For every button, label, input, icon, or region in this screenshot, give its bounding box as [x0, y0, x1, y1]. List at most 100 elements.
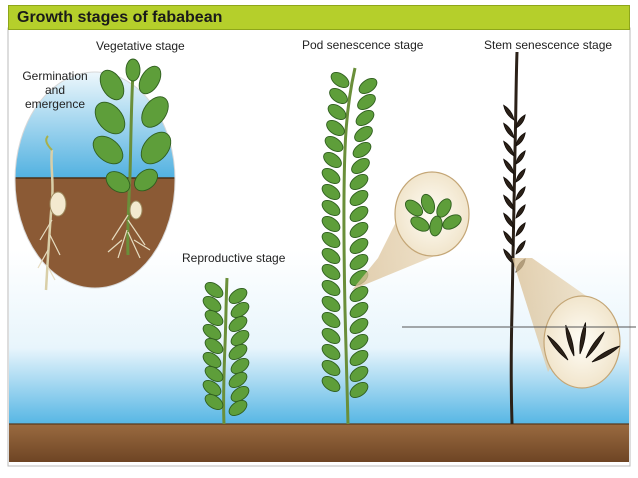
leaf [140, 131, 172, 165]
leaf [324, 135, 344, 153]
dry-pod [503, 230, 515, 247]
stem-zoom-pods [547, 322, 620, 363]
leaf [351, 157, 370, 175]
label-reproductive-stage: Reproductive stage [182, 251, 286, 265]
leaf [327, 103, 347, 121]
leaf [321, 359, 341, 377]
leaf [321, 263, 341, 281]
leaf [349, 221, 369, 239]
leaf [323, 151, 342, 169]
dry-pod [503, 158, 515, 175]
leaf [228, 399, 248, 417]
dry-pod [503, 140, 515, 157]
leaf [349, 173, 369, 191]
leaf [349, 381, 369, 399]
dry-pod [515, 204, 526, 219]
leaf [349, 237, 369, 255]
leaf [349, 317, 369, 335]
dry-pod [585, 331, 605, 359]
leaf [321, 375, 341, 393]
leaf [410, 216, 430, 232]
dry-pod [591, 345, 620, 363]
dry-pod [515, 240, 526, 255]
pod-senescence-leaves [321, 71, 378, 399]
seedling-plant [37, 135, 67, 291]
leaf [358, 77, 378, 95]
label-germination-line-3: emergence [24, 97, 86, 111]
leaf [357, 93, 376, 111]
leaf [429, 215, 443, 237]
vegetative-plant [92, 58, 172, 259]
leaf [321, 231, 341, 249]
leaf [204, 281, 224, 299]
leaf [92, 135, 124, 165]
leaf [321, 295, 341, 313]
leaf [321, 215, 341, 233]
label-vegetative-stage: Vegetative stage [96, 39, 185, 53]
leaf [204, 337, 224, 355]
leaf [349, 301, 369, 319]
leaf [228, 315, 248, 333]
soil-strip [9, 424, 629, 462]
label-germination: Germination and emergence [22, 69, 88, 111]
dry-pod [515, 222, 526, 237]
dry-pod [565, 324, 575, 357]
leaf [404, 199, 424, 217]
leaf [230, 385, 250, 403]
leaf [202, 379, 222, 397]
leaf [138, 65, 162, 95]
leaf [321, 327, 341, 345]
leaf [349, 349, 369, 367]
leaf [321, 279, 341, 297]
leaf [321, 247, 341, 265]
leaf [349, 365, 369, 383]
leaf [354, 125, 373, 143]
leaf [420, 193, 436, 215]
leaf [228, 343, 248, 361]
leaf [134, 168, 158, 192]
dry-pod [515, 186, 526, 201]
dry-pod [503, 122, 515, 139]
leaf [349, 205, 369, 223]
leaf [230, 301, 250, 319]
leaf [141, 96, 169, 128]
leaf [230, 357, 250, 375]
dry-pod [547, 335, 569, 361]
leaf [326, 119, 345, 137]
dry-pod [515, 114, 526, 129]
leaf [349, 333, 369, 351]
leaf [94, 101, 126, 135]
leaf [352, 141, 372, 159]
leaf [202, 323, 222, 341]
leaf [228, 371, 248, 389]
dry-pod [515, 168, 526, 183]
leaf [202, 351, 222, 369]
leaf [204, 309, 224, 327]
reproductive-plant [202, 277, 250, 425]
vegetative-leaves [92, 58, 172, 193]
leaf [99, 69, 125, 101]
leaf [202, 295, 222, 313]
leaf [230, 329, 250, 347]
leaf [204, 365, 224, 383]
leaf [321, 343, 341, 361]
leaf [355, 109, 375, 127]
leaf [442, 214, 462, 230]
leaf [330, 71, 350, 89]
leaf [105, 171, 131, 193]
leaf [125, 58, 141, 82]
title-bar: Growth stages of fababean [8, 5, 630, 30]
leaf [228, 287, 248, 305]
leaf [321, 311, 341, 329]
dry-pod [579, 322, 587, 355]
leaf [349, 285, 369, 303]
leaf [329, 87, 348, 105]
diagram-title: Growth stages of fababean [17, 9, 223, 26]
label-stem-senescence-stage: Stem senescence stage [484, 38, 613, 52]
leaf [321, 183, 341, 201]
stem-zoom-callout [512, 258, 621, 389]
dry-pod [515, 150, 526, 165]
leaf [349, 253, 369, 271]
